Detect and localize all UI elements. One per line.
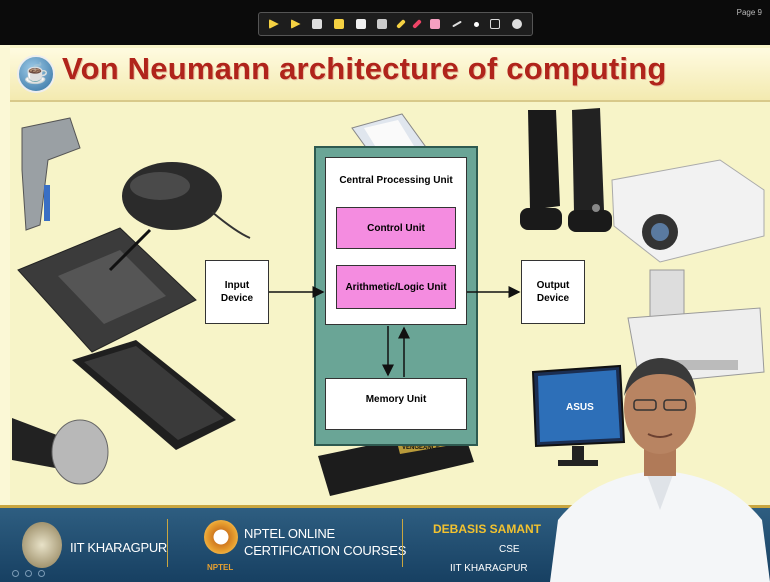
alu-label: Arithmetic/Logic Unit [345,281,447,293]
arrow-icon[interactable] [290,19,301,29]
monitor-brand: ASUS [566,402,594,413]
memory-unit-label: Memory Unit [365,394,427,405]
memory-unit-box: Memory Unit [325,378,467,430]
projector-icon [611,159,765,263]
eraser-icon[interactable] [355,19,366,29]
java-cup-icon: ☕ [17,55,55,93]
mouse-icon [122,162,251,239]
control-unit-box: Control Unit [336,207,456,249]
output-label-line1: Output [536,280,570,291]
monitor-icon: ASUS [531,364,626,466]
slide-nav[interactable] [12,570,45,577]
annotation-toolbar[interactable] [258,12,533,36]
footer-accent-line [0,505,770,508]
ram-brand: VENGEANCE [402,445,440,451]
nptel-logo-icon [204,520,238,554]
nptel-line1: NPTEL ONLINE [244,526,336,541]
slide-title: Von Neumann architecture of computing [62,51,667,86]
speakers-icon [520,108,612,232]
control-unit-label: Control Unit [367,222,425,234]
rubber-icon[interactable] [430,19,441,29]
footer-divider [167,519,168,567]
input-label-line2: Device [220,293,254,304]
prev-slide-icon[interactable] [12,570,19,577]
laser-icon[interactable] [473,21,479,27]
institute-label: IIT KHARAGPUR [70,540,167,555]
microphone-icon [12,418,109,485]
presenter-institute: IIT KHARAGPUR [450,563,528,574]
presenter-name: DEBASIS SAMANT [433,522,542,536]
footer-divider [402,519,403,567]
cpu-label: Central Processing Unit [339,175,453,186]
alu-box: Arithmetic/Logic Unit [336,265,456,309]
pen-icon[interactable] [312,19,323,29]
highlighter-icon[interactable] [333,19,344,29]
home-icon[interactable] [25,570,32,577]
keyboard-icon [72,340,236,450]
clear-icon[interactable] [377,19,388,29]
barcode-scanner-icon [21,117,81,231]
nptel-line2: CERTIFICATION COURSES [244,543,407,558]
screen-icon[interactable] [490,19,501,29]
presenter-dept: CSE [499,544,520,555]
output-label-line2: Device [536,293,570,304]
arrow-right-icon[interactable] [268,19,279,29]
presenter-video [550,358,770,582]
settings-icon[interactable] [512,19,523,29]
next-slide-icon[interactable] [38,570,45,577]
graphics-tablet-icon [17,227,197,353]
nptel-small-label: NPTEL [207,563,234,572]
iit-emblem-icon [22,522,62,568]
page-label: Page 9 [736,8,762,17]
title-band [10,48,770,102]
input-label-line1: Input [224,280,250,291]
